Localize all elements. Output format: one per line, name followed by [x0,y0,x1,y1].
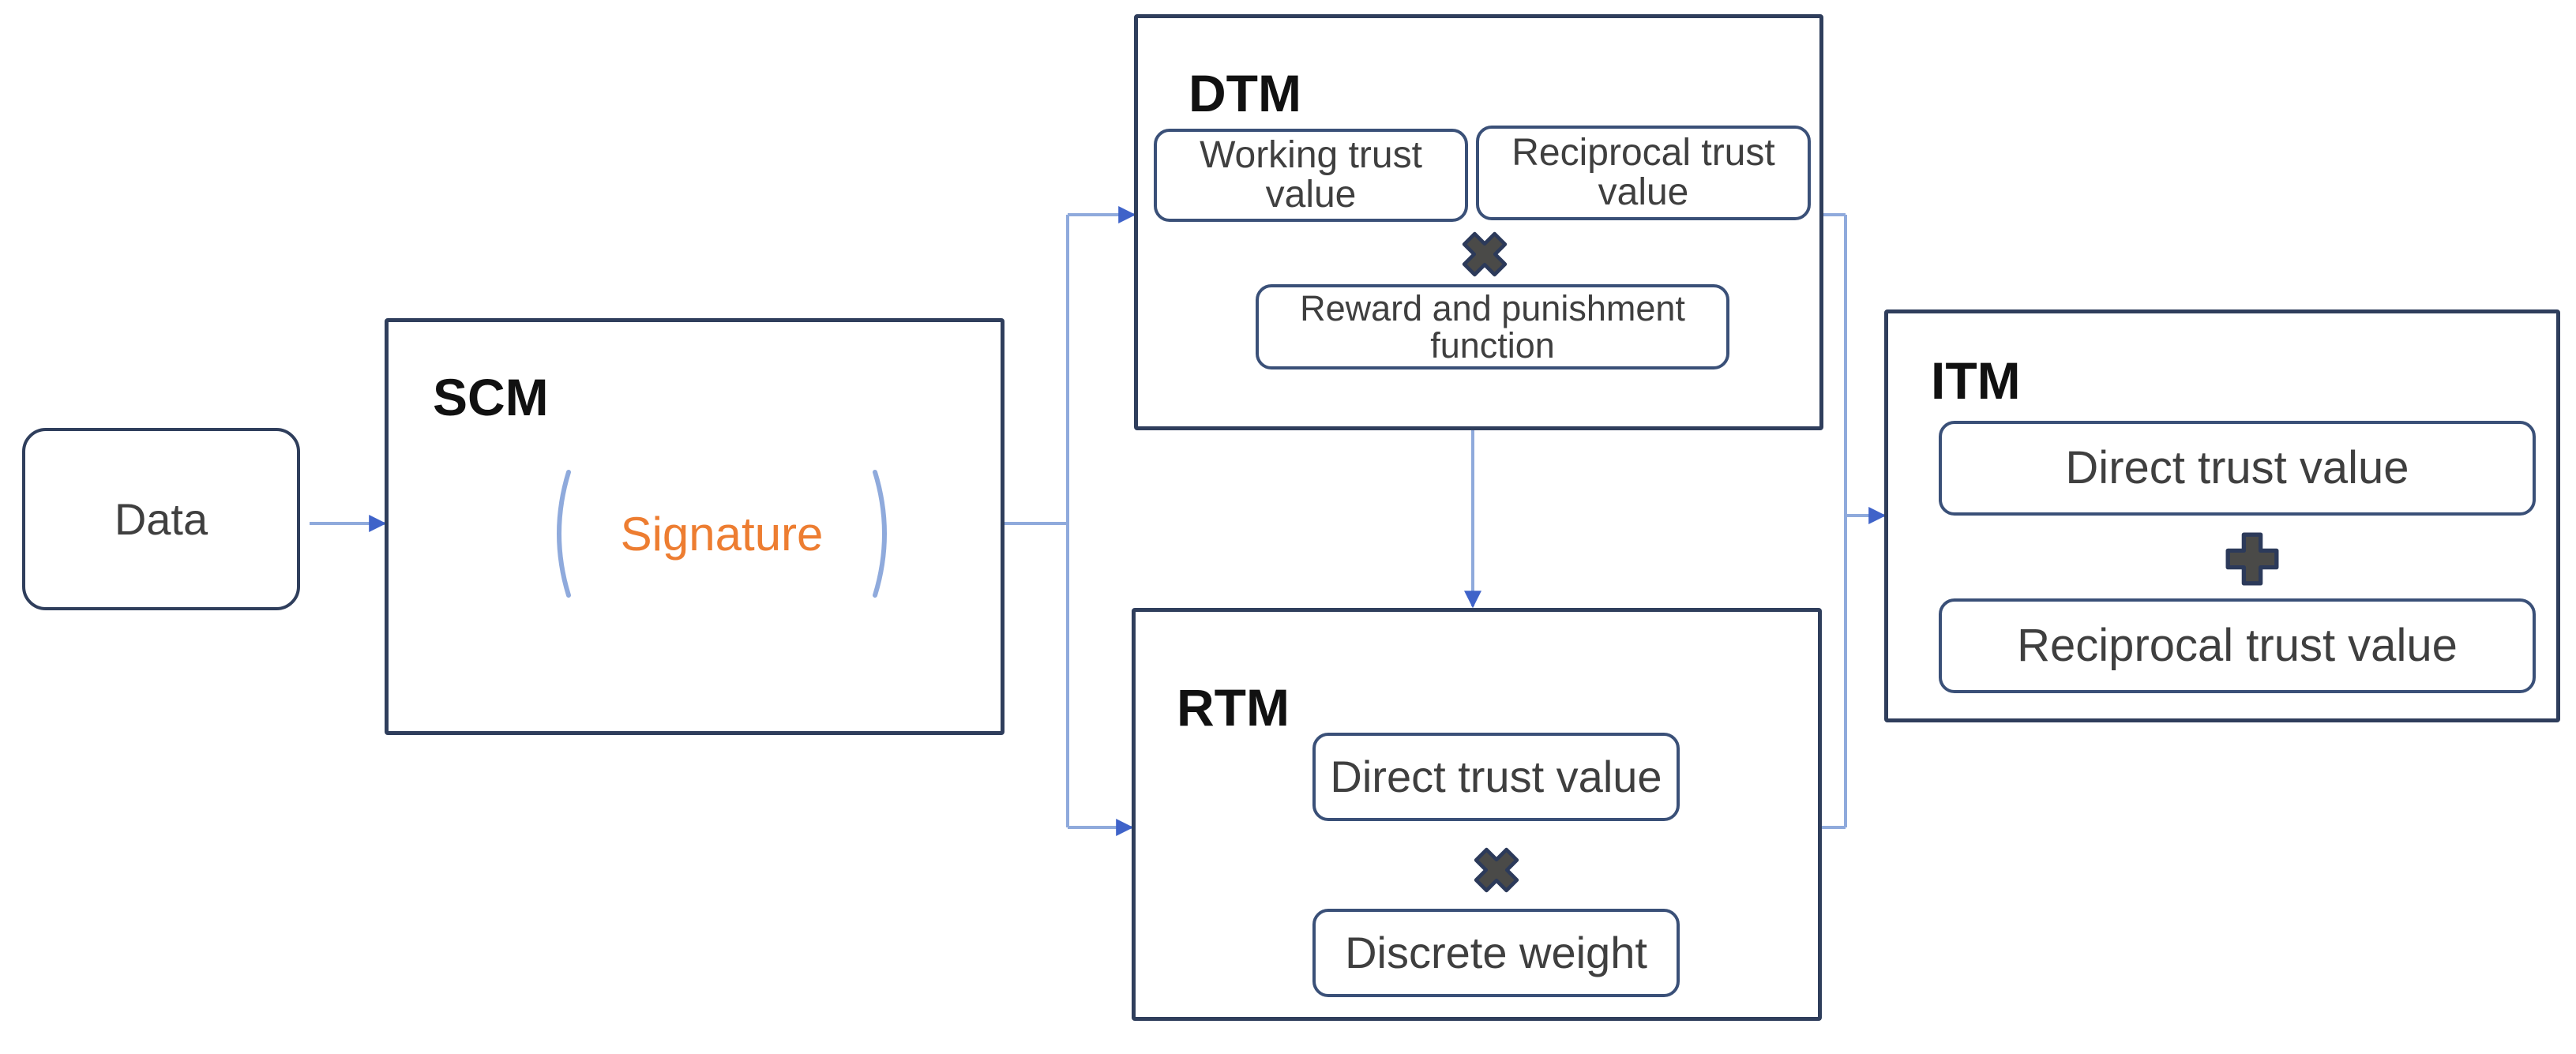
node-rtm: RTM Direct trust value Discrete weight [1132,608,1822,1021]
dtm-title: DTM [1188,64,1301,122]
dtm-reciprocal-trust-box: Reciprocal trust value [1476,126,1811,220]
itm-direct-trust-box: Direct trust value [1939,421,2536,516]
dtm-reciprocal-trust-label: Reciprocal trust value [1511,131,1775,213]
rtm-discrete-weight-label: Discrete weight [1345,927,1647,977]
node-data: Data [22,428,300,610]
dtm-working-trust-label: Working trust value [1200,133,1422,216]
data-node-label: Data [114,494,208,544]
dtm-reward-function-box: Reward and punishment function [1256,284,1729,369]
rtm-discrete-weight-box: Discrete weight [1312,909,1680,997]
itm-reciprocal-trust-box: Reciprocal trust value [1939,598,2536,693]
rtm-direct-trust-box: Direct trust value [1312,733,1680,821]
signature-group: Signature [543,466,900,602]
dtm-working-trust-box: Working trust value [1154,129,1468,222]
scm-title: SCM [433,368,549,426]
multiply-icon [1462,231,1508,277]
signature-brackets [557,470,887,598]
signature-label: Signature [620,507,824,561]
right-bracket-icon [873,470,887,598]
left-bracket-icon [557,470,571,598]
itm-title: ITM [1931,351,2021,410]
itm-reciprocal-trust-label: Reciprocal trust value [2017,619,2458,671]
node-scm: SCM Signature [385,318,1004,735]
plus-icon [2225,532,2279,586]
node-itm: ITM Direct trust value Reciprocal trust … [1884,309,2560,722]
node-dtm: DTM Working trust value Reciprocal trust… [1134,14,1823,430]
rtm-direct-trust-label: Direct trust value [1330,751,1662,801]
multiply-icon [1474,847,1519,893]
dtm-reward-function-label: Reward and punishment function [1300,287,1685,366]
itm-direct-trust-label: Direct trust value [2065,441,2409,493]
rtm-title: RTM [1177,678,1290,737]
